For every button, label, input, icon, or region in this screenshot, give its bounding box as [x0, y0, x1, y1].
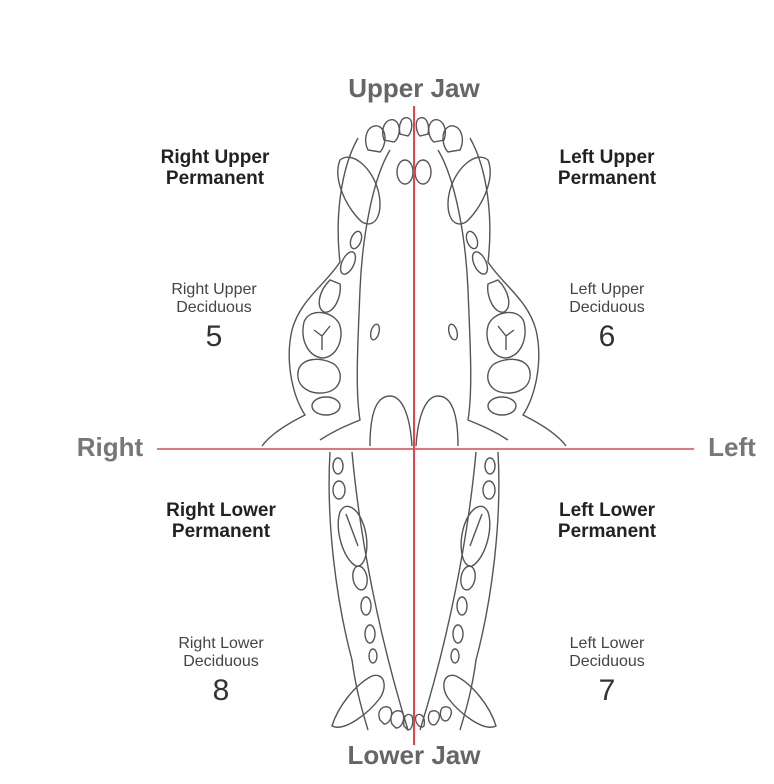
lower-incisor [379, 707, 392, 724]
palate-arch-right [416, 396, 458, 446]
palatine-foramen [447, 323, 459, 341]
upper-premolar [337, 250, 358, 277]
carnassial-root-mark [470, 514, 482, 546]
lower-premolar [333, 458, 343, 474]
lower-jaw-outline-left [329, 452, 368, 730]
upper-incisor [443, 126, 462, 152]
upper-incisor [416, 118, 428, 136]
right-upper-permanent-label: Right Upper Permanent [115, 148, 315, 190]
lower-incisor [391, 711, 404, 728]
upper-molar-right [298, 359, 340, 393]
right-lower-permanent-label: Right Lower Permanent [121, 501, 321, 543]
upper-incisor [399, 118, 411, 136]
palate-arch-left [370, 396, 412, 446]
upper-premolar [469, 250, 490, 277]
upper-premolar [319, 280, 340, 312]
lower-premolar [351, 565, 369, 591]
lower-jaw-inner-right [420, 452, 476, 730]
quadrant-number-5: 5 [114, 320, 314, 353]
upper-incisor [366, 126, 385, 152]
lower-canine-right [332, 675, 384, 727]
quadrant-number-7: 7 [507, 674, 707, 707]
lower-premolar [459, 565, 477, 591]
quadrant-number-8: 8 [121, 674, 321, 707]
lower-premolar [365, 625, 375, 643]
left-lower-permanent-label: Left Lower Permanent [507, 501, 707, 543]
lower-premolar [457, 597, 467, 615]
upper-molar-left-small [488, 397, 516, 415]
lower-premolar [485, 458, 495, 474]
upper-molar-left [488, 359, 530, 393]
lower-premolar [451, 649, 459, 663]
lower-premolar [453, 625, 463, 643]
right-side-label: Right [70, 433, 150, 462]
left-lower-deciduous-label: Left Lower Deciduous 7 [507, 635, 707, 707]
upper-premolar [464, 230, 480, 250]
incisive-papilla [397, 160, 413, 184]
lower-jaw-label: Lower Jaw [314, 741, 514, 770]
lower-jaw-outline-right [460, 452, 499, 730]
upper-premolar [488, 280, 509, 312]
lower-premolar [483, 481, 495, 499]
lower-jaw-inner-left [352, 452, 408, 730]
lower-incisor [428, 711, 439, 725]
incisive-papilla [415, 160, 431, 184]
lower-premolar [369, 649, 377, 663]
carnassial-root-mark [314, 326, 330, 350]
left-upper-deciduous-label: Left Upper Deciduous 6 [507, 281, 707, 353]
lower-canine-left [444, 675, 496, 727]
lower-premolar [333, 481, 345, 499]
upper-premolar [348, 230, 364, 250]
left-upper-permanent-label: Left Upper Permanent [507, 148, 707, 190]
upper-molar-right-small [312, 397, 340, 415]
quadrant-number-6: 6 [507, 320, 707, 353]
lower-premolar [361, 597, 371, 615]
upper-jaw-label: Upper Jaw [314, 74, 514, 103]
right-upper-deciduous-label: Right Upper Deciduous 5 [114, 281, 314, 353]
left-side-label: Left [702, 433, 762, 462]
lower-incisor [440, 707, 451, 721]
palatine-foramen [369, 323, 381, 341]
right-lower-deciduous-label: Right Lower Deciduous 8 [121, 635, 321, 707]
carnassial-root-mark [346, 514, 358, 546]
